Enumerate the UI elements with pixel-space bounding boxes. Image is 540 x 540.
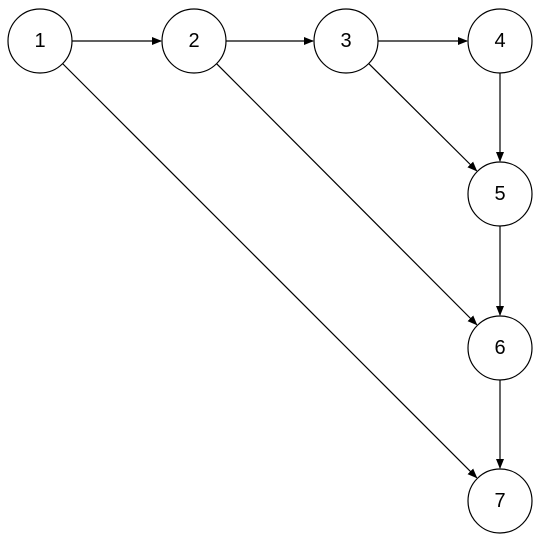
node-label: 2 bbox=[188, 30, 199, 52]
node-label: 1 bbox=[34, 30, 45, 52]
node-label: 4 bbox=[494, 30, 505, 52]
nodes-layer: 1 2 3 4 5 6 7 bbox=[7, 8, 533, 534]
node-circle bbox=[467, 161, 533, 227]
node-1: 1 bbox=[7, 8, 73, 74]
node-6: 6 bbox=[467, 315, 533, 381]
node-circle bbox=[161, 8, 227, 74]
edge-1-to-7 bbox=[62, 63, 478, 479]
edge-2-to-6 bbox=[216, 63, 478, 326]
node-circle bbox=[467, 315, 533, 381]
node-circle bbox=[7, 8, 73, 74]
node-label: 7 bbox=[494, 490, 505, 512]
node-3: 3 bbox=[313, 8, 379, 74]
node-label: 3 bbox=[340, 30, 351, 52]
node-circle bbox=[467, 468, 533, 534]
edges-layer bbox=[62, 37, 504, 479]
node-7: 7 bbox=[467, 468, 533, 534]
node-circle bbox=[313, 8, 379, 74]
node-2: 2 bbox=[161, 8, 227, 74]
node-label: 5 bbox=[494, 183, 505, 205]
node-5: 5 bbox=[467, 161, 533, 227]
node-label: 6 bbox=[494, 337, 505, 359]
node-circle bbox=[467, 8, 533, 74]
node-4: 4 bbox=[467, 8, 533, 74]
edge-3-to-5 bbox=[368, 63, 478, 172]
